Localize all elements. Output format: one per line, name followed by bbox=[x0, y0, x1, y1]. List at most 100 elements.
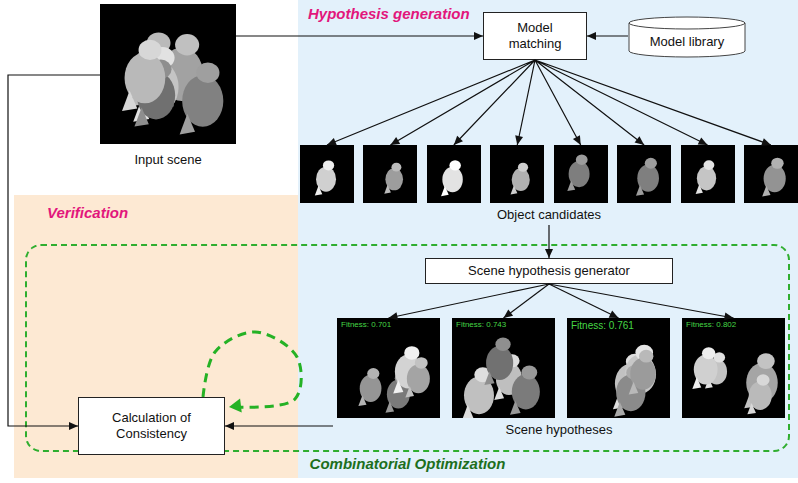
object-head bbox=[367, 368, 379, 379]
node-label: Object candidates bbox=[300, 207, 798, 222]
hypothesis-image bbox=[337, 318, 440, 418]
arrow-head bbox=[389, 312, 399, 320]
candidate-image bbox=[681, 145, 735, 203]
connector-group bbox=[389, 284, 550, 320]
node-label: Fitness: 0.701 bbox=[337, 318, 440, 331]
object-part bbox=[441, 186, 449, 196]
depth-background bbox=[617, 145, 671, 203]
arrow-head bbox=[724, 312, 734, 320]
object-head bbox=[645, 158, 657, 169]
object-part bbox=[385, 185, 392, 194]
depth-background bbox=[554, 145, 608, 203]
node-label: Scene hypotheses bbox=[333, 422, 785, 437]
node-label: Input scene bbox=[134, 152, 201, 167]
scene-hypothesis: Fitness: 0.802 bbox=[682, 318, 785, 418]
object-part bbox=[484, 371, 494, 385]
arrow-head bbox=[545, 249, 553, 258]
object-head bbox=[196, 62, 219, 83]
arrow-head bbox=[474, 32, 483, 40]
arrow-head bbox=[390, 137, 400, 145]
candidate-image bbox=[427, 145, 481, 203]
depth-background bbox=[452, 318, 555, 418]
scene-hypothesis: Fitness: 0.743 bbox=[452, 318, 555, 418]
object-part bbox=[462, 405, 473, 418]
object-head bbox=[702, 347, 715, 359]
connector-line bbox=[504, 284, 550, 318]
object-head bbox=[392, 163, 402, 172]
database-cylinder: Model library bbox=[628, 16, 746, 58]
object-part bbox=[494, 387, 504, 400]
object-part bbox=[636, 185, 644, 196]
connector-line bbox=[549, 284, 619, 318]
object-head bbox=[639, 350, 653, 363]
connector-line bbox=[548, 225, 549, 258]
node-label: Fitness: 0.802 bbox=[682, 318, 785, 331]
depth-background bbox=[567, 318, 670, 418]
object-part bbox=[692, 377, 701, 389]
candidate-image bbox=[617, 145, 671, 203]
object-part bbox=[567, 181, 575, 191]
candidate-image bbox=[363, 145, 417, 203]
arrow-head bbox=[698, 137, 708, 145]
arrow-head bbox=[225, 422, 234, 430]
connector-group bbox=[504, 284, 550, 318]
hypothesis-image bbox=[682, 318, 785, 418]
object-head bbox=[139, 40, 162, 60]
depth-background bbox=[363, 145, 417, 203]
input-scene: Input scene bbox=[100, 4, 236, 172]
arrow-head bbox=[515, 135, 523, 145]
connector-line bbox=[389, 284, 550, 318]
candidate-image bbox=[554, 145, 608, 203]
arrow-head bbox=[635, 136, 645, 145]
arrow-head bbox=[504, 309, 514, 318]
connector-group bbox=[236, 32, 483, 40]
loop-arrow bbox=[203, 332, 301, 407]
candidate-row bbox=[300, 143, 798, 203]
object-head bbox=[495, 337, 510, 351]
scene-hypothesis: Fitness: 0.761 bbox=[567, 318, 670, 418]
connector-line bbox=[236, 35, 483, 36]
depth-background bbox=[681, 145, 735, 203]
node-label: Model matching bbox=[484, 20, 586, 51]
arrow-head bbox=[327, 138, 337, 145]
connector-group bbox=[549, 284, 619, 318]
object-head bbox=[576, 154, 588, 164]
candidate-image bbox=[300, 145, 354, 203]
object-head bbox=[449, 160, 461, 170]
object-head bbox=[415, 357, 428, 369]
cylinder-top bbox=[629, 17, 745, 29]
scene-hypotheses: Scene hypotheses Fitness: 0.701 Fitness: 0… bbox=[333, 316, 785, 446]
node-label: Scene hypothesis generator bbox=[462, 263, 636, 279]
object-head bbox=[757, 374, 770, 385]
depth-background bbox=[427, 145, 481, 203]
depth-background bbox=[490, 145, 544, 203]
connector-group bbox=[203, 332, 301, 413]
hypothesis-image bbox=[452, 318, 555, 418]
object-part bbox=[134, 107, 148, 126]
arrow-head bbox=[609, 310, 619, 318]
node-label: Fitness: 0.743 bbox=[452, 318, 555, 331]
process-box: Scene hypothesis generator bbox=[425, 258, 673, 284]
connector-line bbox=[8, 75, 100, 426]
arrow-head bbox=[587, 32, 596, 40]
scene-hypothesis: Fitness: 0.701 bbox=[337, 318, 440, 418]
object-part bbox=[315, 185, 322, 195]
depth-background bbox=[300, 145, 354, 203]
candidate-image bbox=[744, 145, 798, 203]
depth-background bbox=[100, 4, 236, 144]
object-part bbox=[511, 185, 518, 194]
connector-group bbox=[8, 75, 100, 430]
candidate-image bbox=[490, 145, 544, 203]
arrow-head bbox=[229, 399, 242, 413]
node-label: Model library bbox=[650, 34, 724, 49]
object-head bbox=[518, 163, 528, 172]
node-label: Verification bbox=[47, 204, 128, 221]
object-head bbox=[703, 160, 714, 170]
depth-image bbox=[100, 4, 236, 144]
node-label: Hypothesis generation bbox=[308, 5, 470, 22]
object-part bbox=[629, 382, 639, 395]
object-part bbox=[747, 403, 756, 414]
object-part bbox=[695, 184, 702, 194]
arrow-head bbox=[573, 135, 581, 145]
